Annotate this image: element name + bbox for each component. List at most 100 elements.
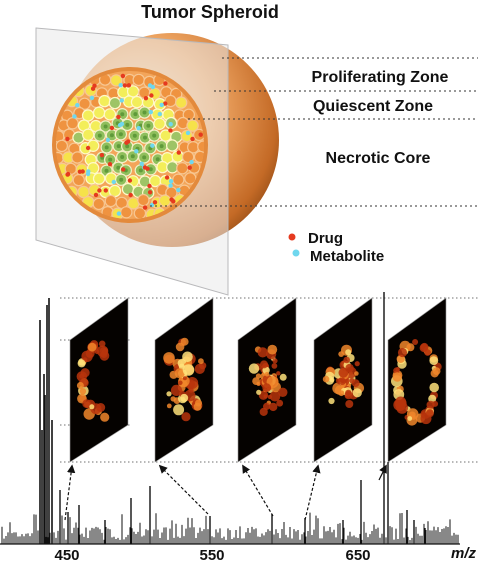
metabolite-particle (134, 149, 139, 154)
cell (130, 95, 144, 109)
cell (66, 117, 79, 130)
cell-nucleus (146, 123, 151, 128)
zone-guides (150, 57, 478, 207)
ion-images (69, 297, 447, 463)
cell (103, 108, 117, 121)
cell (153, 117, 166, 131)
metabolite-particle (111, 179, 117, 185)
drug-particle (171, 199, 176, 204)
drug-particle (149, 93, 154, 98)
legend: Drug Metabolite (288, 230, 384, 265)
cell (176, 161, 189, 175)
drug-particle (142, 205, 148, 210)
tick-label-650: 650 (345, 547, 370, 562)
cell (120, 206, 133, 219)
cell (137, 193, 150, 207)
cell (181, 150, 195, 164)
drug-particle (198, 132, 203, 137)
metabolite-particle (86, 169, 91, 174)
cell-nucleus (97, 133, 102, 138)
cell-nucleus (142, 110, 147, 115)
drug-particle (143, 96, 149, 101)
cell-nucleus (108, 157, 113, 162)
ion-image-5 (387, 297, 447, 463)
drug-particle (121, 167, 126, 172)
cell-nucleus (142, 155, 147, 160)
metabolite-particle (150, 143, 155, 148)
tick-label-550: 550 (199, 547, 224, 562)
cell (92, 106, 106, 119)
cell (92, 197, 106, 211)
cell-nucleus (104, 168, 109, 173)
drug-particle (168, 128, 173, 133)
metabolite-particle (119, 98, 125, 103)
arrow-1 (64, 464, 76, 521)
metabolite-particle (185, 130, 191, 136)
cell-nucleus (125, 122, 130, 127)
drug-particle (65, 172, 70, 177)
arrow-5 (378, 464, 387, 481)
cell-nucleus (130, 154, 135, 159)
cell (132, 73, 145, 87)
cell (86, 139, 100, 152)
cell-nucleus (133, 112, 138, 117)
metabolite-particle (105, 137, 111, 143)
cell-nucleus (119, 177, 124, 182)
arrow-3 (242, 464, 274, 517)
cell (92, 172, 106, 185)
legend-marker-drug (288, 233, 296, 241)
mass-spectrum (1, 292, 459, 544)
ion-image-2 (154, 297, 214, 463)
drug-particle (190, 136, 195, 142)
cell (109, 74, 123, 87)
cell (184, 172, 197, 185)
cell (77, 185, 90, 199)
cell-nucleus (109, 133, 114, 138)
metabolite-particle (157, 111, 162, 117)
legend-label-drug: Drug (308, 230, 343, 247)
cell-nucleus (120, 155, 125, 159)
drug-particle (124, 140, 129, 145)
drug-particle (116, 114, 121, 120)
metabolite-particle (189, 159, 194, 165)
metabolite-particle (119, 121, 125, 127)
drug-particle (109, 125, 115, 131)
cell (104, 194, 118, 208)
drug-particle (128, 192, 133, 198)
cell (174, 96, 188, 109)
drug-particle (163, 101, 168, 106)
cell-nucleus (103, 124, 108, 129)
cell (172, 173, 185, 186)
drug-particle (93, 192, 99, 198)
drug-particle (142, 165, 148, 170)
drug-particle (85, 145, 91, 151)
cell-nucleus (148, 167, 153, 172)
zone-label-quiescent: Quiescent Zone (313, 98, 433, 115)
drug-particle (152, 200, 158, 205)
ion-image-3 (237, 297, 297, 463)
metabolite-particle (72, 114, 77, 119)
zone-label-proliferating: Proliferating Zone (312, 69, 449, 86)
drug-particle (99, 152, 105, 158)
metabolite-particle (89, 95, 95, 101)
axis-label-mz: m/z (451, 545, 477, 562)
cell-nucleus (104, 145, 109, 150)
legend-label-metabolite: Metabolite (310, 248, 384, 265)
drug-particle (126, 83, 132, 88)
zone-label-necrotic: Necrotic Core (326, 150, 431, 167)
metabolite-particle (116, 211, 122, 216)
drug-particle (176, 150, 181, 155)
cell-nucleus (159, 144, 164, 149)
drug-particle (97, 188, 102, 193)
cell-nucleus (118, 132, 123, 137)
tick-label-450: 450 (54, 547, 79, 562)
metabolite-particle (139, 161, 144, 166)
cell-nucleus (116, 144, 121, 149)
metabolite-particle (75, 103, 80, 108)
legend-marker-metabolite (292, 249, 300, 257)
cell-nucleus (120, 112, 125, 117)
metabolite-particle (176, 187, 181, 193)
drug-particle (90, 86, 96, 91)
